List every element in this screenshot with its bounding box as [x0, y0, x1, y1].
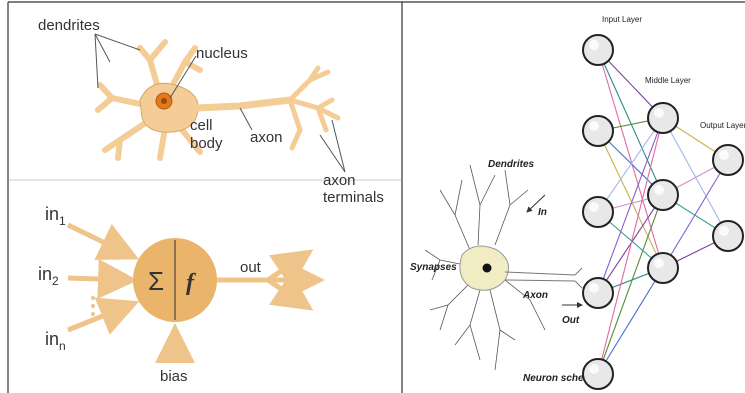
ellipsis-dots	[91, 296, 95, 316]
input-node-highlight	[589, 202, 599, 212]
scheme-in-label: In	[538, 207, 547, 218]
artificial-neuron: Σ f in1 in2 inn out bias	[38, 204, 315, 385]
axon-pointer	[240, 108, 252, 130]
network-nodes	[583, 35, 743, 389]
network: Input Layer Middle Layer Output Layer	[583, 15, 745, 389]
middle-node-highlight	[654, 185, 664, 195]
input-node-highlight	[589, 283, 599, 293]
middle-node-highlight	[654, 258, 664, 268]
output-layer-label: Output Layer	[700, 121, 745, 130]
input-node-highlight	[589, 364, 599, 374]
middle-layer-label: Middle Layer	[645, 76, 691, 85]
input-node-highlight	[589, 121, 599, 131]
input-node	[583, 116, 613, 146]
neuron-scheme: Dendrites In Synapses Axon Out Neuron sc…	[410, 159, 598, 384]
scheme-synapses-label: Synapses	[410, 262, 457, 273]
output-node	[713, 221, 743, 251]
nucleus-label: nucleus	[196, 45, 248, 62]
input-layer-label: Input Layer	[602, 15, 642, 24]
input-node-highlight	[589, 40, 599, 50]
middle-node	[648, 103, 678, 133]
input-node	[583, 278, 613, 308]
input-n-label: inn	[45, 329, 66, 353]
output-node-highlight	[719, 150, 729, 160]
scheme-axon	[505, 268, 582, 288]
middle-node	[648, 180, 678, 210]
network-edges	[598, 50, 728, 374]
network-edge	[598, 118, 663, 374]
input-node	[583, 359, 613, 389]
cell-body-label-line1: cell	[190, 117, 213, 134]
dendrites-label: dendrites	[38, 17, 100, 34]
input-node	[583, 35, 613, 65]
input-1-label: in1	[45, 204, 66, 228]
scheme-axon-label: Axon	[522, 290, 548, 301]
sum-symbol: Σ	[148, 266, 164, 296]
output-arrows	[217, 255, 315, 305]
middle-node-highlight	[654, 108, 664, 118]
scheme-dendrites-label: Dendrites	[488, 159, 535, 170]
input-arrows	[68, 225, 130, 330]
axon-terminals-label-line2: terminals	[323, 189, 384, 206]
output-node-highlight	[719, 226, 729, 236]
axon-label: axon	[250, 129, 283, 146]
out-label: out	[240, 259, 262, 276]
scheme-nucleus	[483, 264, 492, 273]
axon-terminals-label-line1: axon	[323, 172, 356, 189]
axon-terminal-branches	[290, 68, 338, 148]
middle-node	[648, 253, 678, 283]
cell-body-label-line2: body	[190, 135, 223, 152]
biological-neuron: dendrites nucleus cell body axon axon te…	[38, 17, 384, 206]
dendrites-pointers	[95, 34, 140, 88]
axon-shape	[196, 100, 290, 108]
input-node	[583, 197, 613, 227]
bias-label: bias	[160, 368, 188, 385]
input-2-label: in2	[38, 264, 59, 288]
output-node	[713, 145, 743, 175]
scheme-out-label: Out	[562, 315, 580, 326]
